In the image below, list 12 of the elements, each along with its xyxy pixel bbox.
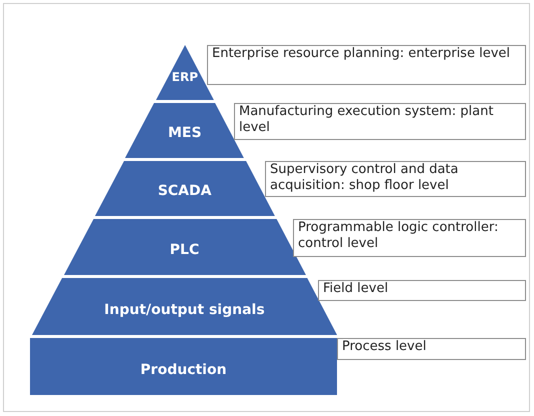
description-box: Programmable logic controller: control level xyxy=(293,219,526,257)
level-label: ERP xyxy=(172,69,198,86)
level-label: PLC xyxy=(170,241,200,260)
level-label: Input/output signals xyxy=(104,301,265,320)
description-box: Manufacturing execution system: plant level xyxy=(234,103,526,140)
description-box: Supervisory control and data acquisition: shop floor level xyxy=(265,161,526,197)
level-label: MES xyxy=(168,124,202,143)
description-box: Process level xyxy=(337,338,526,360)
level-label: Production xyxy=(140,361,227,380)
description-box: Field level xyxy=(318,280,526,301)
level-label: SCADA xyxy=(158,182,212,201)
description-box: Enterprise resource planning: enterprise level xyxy=(207,45,526,85)
